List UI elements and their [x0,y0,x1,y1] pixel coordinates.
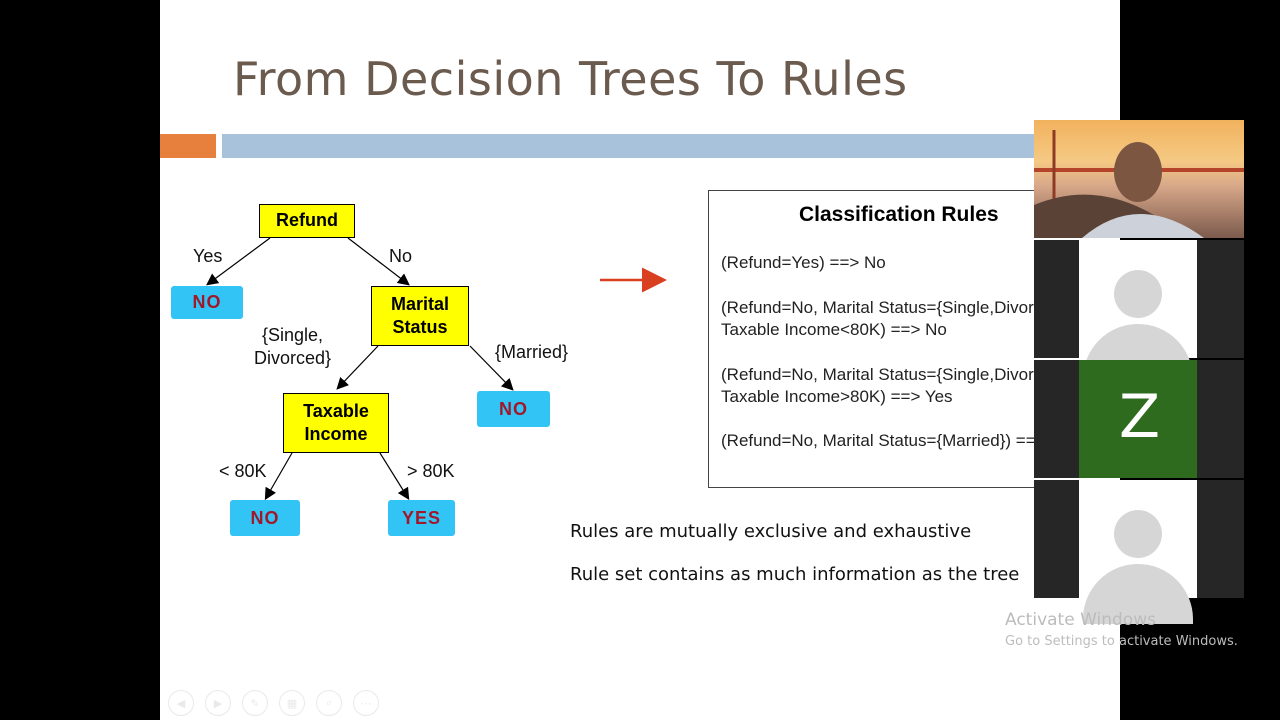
video-tile-participant-1[interactable] [1034,240,1244,384]
slides-grid-icon[interactable]: ▦ [279,690,305,716]
participant-1-avatar-head [1114,270,1162,318]
edge-label-lt80k: < 80K [219,461,267,481]
edge-label-no: No [389,246,413,266]
rule-3-line-2: Taxable Income>80K) ==> Yes [721,387,953,406]
rule-1: (Refund=Yes) ==> No [721,253,886,272]
edge-marital-single [336,345,379,390]
title-accent-blue [222,134,1120,158]
edge-income-lt [264,452,293,501]
leaf-yes-income-high: YES [388,500,455,536]
video-tile-speaker[interactable] [1034,120,1244,238]
classification-rules-box: Classification Rules (Refund=Yes) ==> No… [708,190,1120,488]
activate-windows-title: Activate Windows [1005,610,1156,630]
edge-label-gt80k: > 80K [407,461,455,481]
edge-label-single-divorced: {Single, Divorced} [254,325,332,368]
edge-label-yes: Yes [193,246,223,266]
edge-refund-yes [206,237,271,286]
video-tile-participant-3[interactable] [1034,480,1244,624]
title-accent-orange [160,134,216,158]
edge-refund-no [347,237,410,286]
rule-3-line-1: (Refund=No, Marital Status={Single,Divor… [721,365,1072,384]
tree-edges [206,237,667,501]
edge-marital-married [469,345,514,391]
slide-title: From Decision Trees To Rules [233,52,908,106]
slideshow-toolbar[interactable]: ◀ ▶ ✎ ▦ ⌕ ⋯ [168,690,379,716]
edge-income-gt [379,452,410,501]
rule-4: (Refund=No, Marital Status={Married}) ==… [721,431,1073,450]
node-refund: Refund [259,204,355,238]
activate-windows-subtitle: Go to Settings to activate Windows. [1005,634,1238,649]
rules-title: Classification Rules [799,203,999,226]
participant-z-initial: Z [1119,382,1161,452]
participant-z-avatar-bg [1079,360,1197,478]
note-mutually-exclusive: Rules are mutually exclusive and exhaust… [570,521,972,542]
next-slide-icon[interactable]: ▶ [205,690,231,716]
rule-2-line-1: (Refund=No, Marital Status={Single,Divor… [721,298,1072,317]
leaf-no-refund-yes: NO [171,286,243,319]
rule-2-line-2: Taxable Income<80K) ==> No [721,320,947,339]
slide: From Decision Trees To Rules Refund Mari… [160,0,1120,720]
leaf-no-income-low: NO [230,500,300,536]
pen-icon[interactable]: ✎ [242,690,268,716]
leaf-no-married: NO [477,391,550,427]
participant-3-avatar-head [1114,510,1162,558]
node-taxable-income: Taxable Income [283,393,389,453]
edge-label-married: {Married} [495,342,569,362]
speaker-silhouette [1034,130,1244,238]
more-options-icon[interactable]: ⋯ [353,690,379,716]
node-marital-status: Marital Status [371,286,469,346]
video-tile-participant-z[interactable]: Z [1034,360,1244,478]
previous-slide-icon[interactable]: ◀ [168,690,194,716]
zoom-icon[interactable]: ⌕ [316,690,342,716]
note-rule-set-information: Rule set contains as much information as… [570,564,1020,585]
